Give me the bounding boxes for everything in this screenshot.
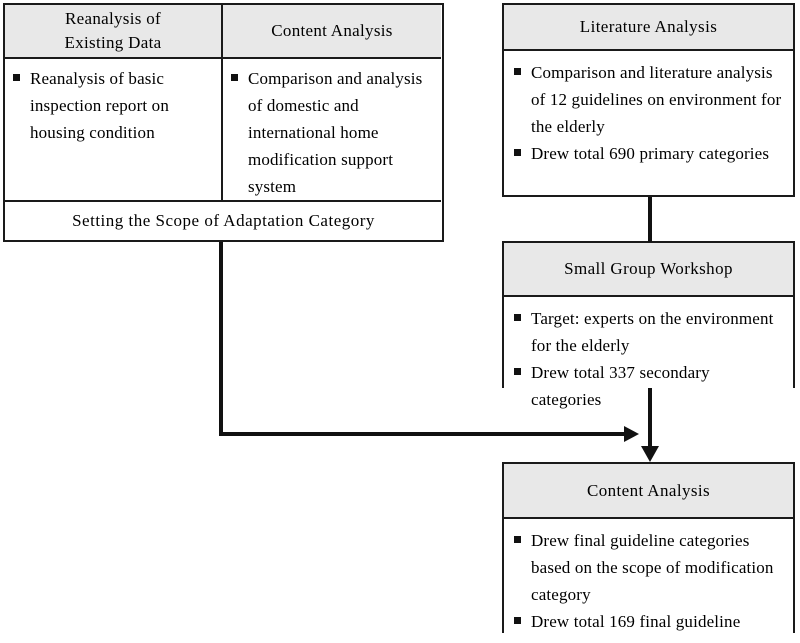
- list-item: Drew final guideline categories based on…: [512, 527, 783, 608]
- left-table-body-row: Reanalysis of basic inspection report on…: [5, 59, 442, 202]
- list-item-text: Drew total 337 secondary categories: [531, 363, 710, 409]
- left-table-header-row: Reanalysis of Existing Data Content Anal…: [5, 5, 442, 59]
- connector-scope-vertical-segment: [219, 242, 223, 436]
- bullet-list: Target: experts on the environment for t…: [512, 305, 783, 413]
- list-item: Drew total 690 primary categories: [512, 140, 783, 167]
- square-bullet-icon: [514, 368, 521, 375]
- square-bullet-icon: [514, 617, 521, 624]
- cell-reanalysis-body: Reanalysis of basic inspection report on…: [5, 59, 223, 202]
- square-bullet-icon: [13, 74, 20, 81]
- list-item-text: Reanalysis of basic inspection report on…: [30, 69, 169, 142]
- bullet-list: Comparison and analysis of domestic and …: [229, 65, 433, 200]
- setting-the-scope-row: Setting the Scope of Adaptation Category: [5, 202, 442, 240]
- header-reanalysis-of-existing-data: Reanalysis of Existing Data: [5, 5, 223, 59]
- connector-scope-horizontal-segment: [219, 432, 625, 436]
- bullet-list: Reanalysis of basic inspection report on…: [11, 65, 213, 146]
- header-line-2: Existing Data: [64, 33, 162, 52]
- list-item-text: Drew total 169 final guideline: [531, 612, 741, 631]
- list-item: Target: experts on the environment for t…: [512, 305, 783, 359]
- left-process-table: Reanalysis of Existing Data Content Anal…: [3, 3, 444, 242]
- header-line-1: Content Analysis: [271, 21, 393, 40]
- arrowhead-down-icon: [641, 446, 659, 462]
- list-item: Drew total 337 secondary categories: [512, 359, 783, 413]
- list-item: Comparison and literature analysis of 12…: [512, 59, 783, 140]
- connector-literature-to-workshop: [648, 197, 652, 242]
- setting-the-scope-label: Setting the Scope of Adaptation Category: [72, 211, 375, 230]
- list-item: Drew total 169 final guideline: [512, 608, 783, 635]
- square-bullet-icon: [514, 68, 521, 75]
- bullet-list: Comparison and literature analysis of 12…: [512, 59, 783, 167]
- box-header-literature-analysis: Literature Analysis: [504, 5, 793, 51]
- list-item-text: Drew total 690 primary categories: [531, 144, 770, 163]
- header-content-analysis: Content Analysis: [223, 5, 441, 59]
- cell-content-analysis-body: Comparison and analysis of domestic and …: [223, 59, 441, 202]
- square-bullet-icon: [514, 536, 521, 543]
- header-line-1: Reanalysis of: [65, 9, 161, 28]
- box-small-group-workshop: Small Group Workshop Target: experts on …: [502, 241, 795, 421]
- box-literature-analysis: Literature Analysis Comparison and liter…: [502, 3, 795, 197]
- list-item-text: Comparison and analysis of domestic and …: [248, 69, 423, 196]
- list-item: Comparison and analysis of domestic and …: [229, 65, 433, 200]
- box-body-literature-analysis: Comparison and literature analysis of 12…: [504, 51, 793, 175]
- square-bullet-icon: [514, 314, 521, 321]
- list-item-text: Drew final guideline categories based on…: [531, 531, 774, 604]
- bullet-list: Drew final guideline categories based on…: [512, 527, 783, 635]
- square-bullet-icon: [514, 149, 521, 156]
- arrowhead-right-icon: [624, 426, 639, 442]
- box-content-analysis-final: Content Analysis Drew final guideline ca…: [502, 462, 795, 643]
- list-item-text: Target: experts on the environment for t…: [531, 309, 774, 355]
- box-header-content-analysis-final: Content Analysis: [504, 464, 793, 519]
- list-item: Reanalysis of basic inspection report on…: [11, 65, 213, 146]
- list-item-text: Comparison and literature analysis of 12…: [531, 63, 782, 136]
- square-bullet-icon: [231, 74, 238, 81]
- box-header-small-group-workshop: Small Group Workshop: [504, 243, 793, 297]
- box-body-content-analysis-final: Drew final guideline categories based on…: [504, 519, 793, 643]
- connector-workshop-to-content-analysis: [648, 388, 652, 450]
